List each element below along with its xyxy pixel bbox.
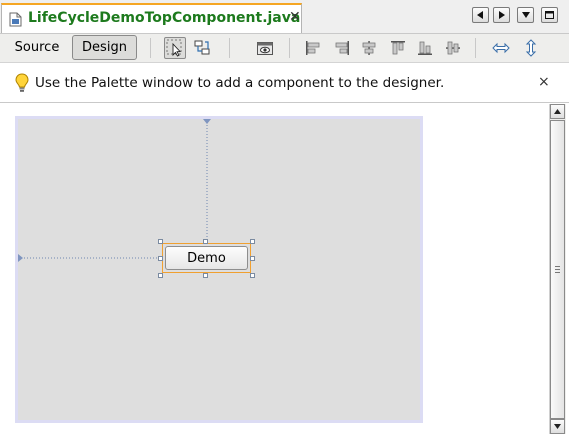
- scroll-up-icon[interactable]: [550, 104, 565, 119]
- resize-horizontally-icon[interactable]: [490, 37, 512, 59]
- resize-handle-s[interactable]: [203, 273, 208, 278]
- layout-guides: [18, 119, 211, 262]
- java-file-icon: [9, 12, 22, 27]
- preview-design-icon[interactable]: [254, 37, 276, 59]
- center-horizontally-icon[interactable]: [358, 37, 380, 59]
- designer-toolbar: Source Design: [0, 34, 569, 63]
- tab-title: LifeCycleDemoTopComponent.java: [28, 10, 301, 26]
- toolbar-separator: [289, 38, 290, 58]
- hint-bar: Use the Palette window to add a componen…: [0, 63, 569, 103]
- align-left-icon[interactable]: [302, 37, 324, 59]
- lightbulb-icon: [15, 73, 29, 92]
- editor-tab[interactable]: LifeCycleDemoTopComponent.java ✕: [1, 3, 302, 33]
- maximize-window-icon[interactable]: [541, 7, 558, 23]
- resize-handle-nw[interactable]: [158, 239, 163, 244]
- scroll-down-icon[interactable]: [550, 419, 565, 434]
- align-bottom-icon[interactable]: [414, 37, 436, 59]
- toolbar-separator: [150, 38, 151, 58]
- scroll-right-icon[interactable]: [493, 7, 510, 23]
- selection-mode-icon[interactable]: [164, 37, 186, 59]
- toolbar-separator: [229, 38, 230, 58]
- vertical-scrollbar[interactable]: [549, 104, 566, 434]
- connection-mode-icon[interactable]: [191, 37, 213, 59]
- grip-icon: [555, 266, 560, 273]
- document-list-icon[interactable]: [517, 7, 534, 23]
- resize-handle-n[interactable]: [203, 239, 208, 244]
- top-anchor-icon: [203, 119, 211, 124]
- hint-close-icon[interactable]: ×: [538, 74, 550, 90]
- center-vertically-icon[interactable]: [442, 37, 464, 59]
- source-view-button[interactable]: Source: [14, 40, 60, 55]
- scrollbar-thumb[interactable]: [550, 120, 565, 419]
- editor-tab-bar: LifeCycleDemoTopComponent.java ✕: [0, 0, 569, 34]
- design-view-button[interactable]: Design: [72, 35, 137, 60]
- toolbar-separator: [475, 38, 476, 58]
- align-top-icon[interactable]: [387, 37, 409, 59]
- left-anchor-icon: [18, 254, 23, 262]
- resize-handle-sw[interactable]: [158, 273, 163, 278]
- resize-handle-w[interactable]: [158, 256, 163, 261]
- scroll-left-icon[interactable]: [472, 7, 489, 23]
- resize-handle-se[interactable]: [250, 273, 255, 278]
- resize-handle-e[interactable]: [250, 256, 255, 261]
- demo-button[interactable]: Demo: [165, 246, 248, 270]
- hint-message: Use the Palette window to add a componen…: [35, 75, 445, 91]
- resize-handle-ne[interactable]: [250, 239, 255, 244]
- resize-vertically-icon[interactable]: [520, 37, 542, 59]
- align-right-icon[interactable]: [331, 37, 353, 59]
- tab-close-icon[interactable]: ✕: [289, 9, 301, 25]
